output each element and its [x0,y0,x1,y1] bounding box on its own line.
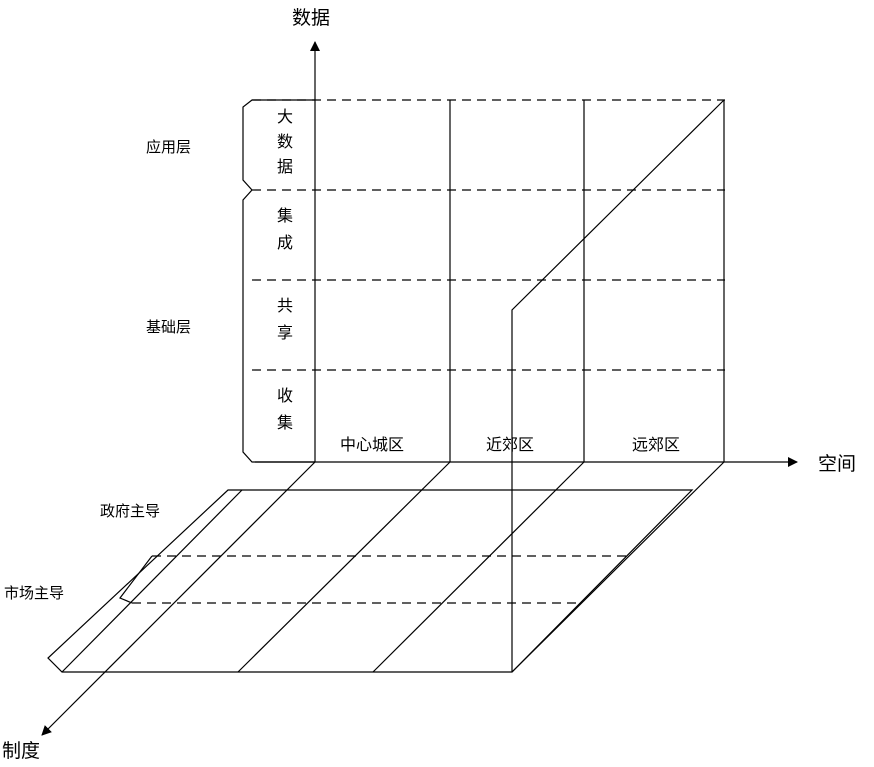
base-layer-label: 基础层 [146,318,191,336]
level-char: 共 [277,296,293,315]
level-char: 成 [277,233,293,252]
level-char: 据 [277,157,293,176]
floor-plane-outline [47,489,694,673]
level-char: 收 [277,386,293,405]
floor-depth-line-1 [237,461,451,673]
level-collection: 收 集 [277,386,293,432]
level-char: 大 [277,107,293,126]
zone-label-outer: 远郊区 [632,435,680,454]
floor-depth-line-3 [511,461,725,673]
level-char: 享 [277,323,293,342]
application-layer-label: 应用层 [146,138,191,156]
institution-axis-label: 制度 [2,740,40,762]
boundary-line [511,99,725,672]
level-char: 数 [277,132,293,151]
floor-plane-inner-border [61,489,243,673]
market-zone-bracket [119,555,153,604]
level-big-data: 大 数 据 [277,107,293,176]
floor-depth-line-2 [372,461,585,673]
government-led-label: 政府主导 [100,502,160,520]
level-sharing: 共 享 [277,296,293,342]
data-axis-label: 数据 [292,7,330,29]
zone-label-suburb: 近郊区 [486,435,534,454]
market-led-label: 市场主导 [4,584,64,602]
level-char: 集 [277,413,293,432]
level-integration: 集 成 [277,206,293,252]
back-plane-left-border [242,99,315,463]
level-char: 集 [277,206,293,225]
space-axis-label: 空间 [818,453,856,475]
institution-axis [41,461,316,736]
zone-label-center: 中心城区 [340,435,404,454]
